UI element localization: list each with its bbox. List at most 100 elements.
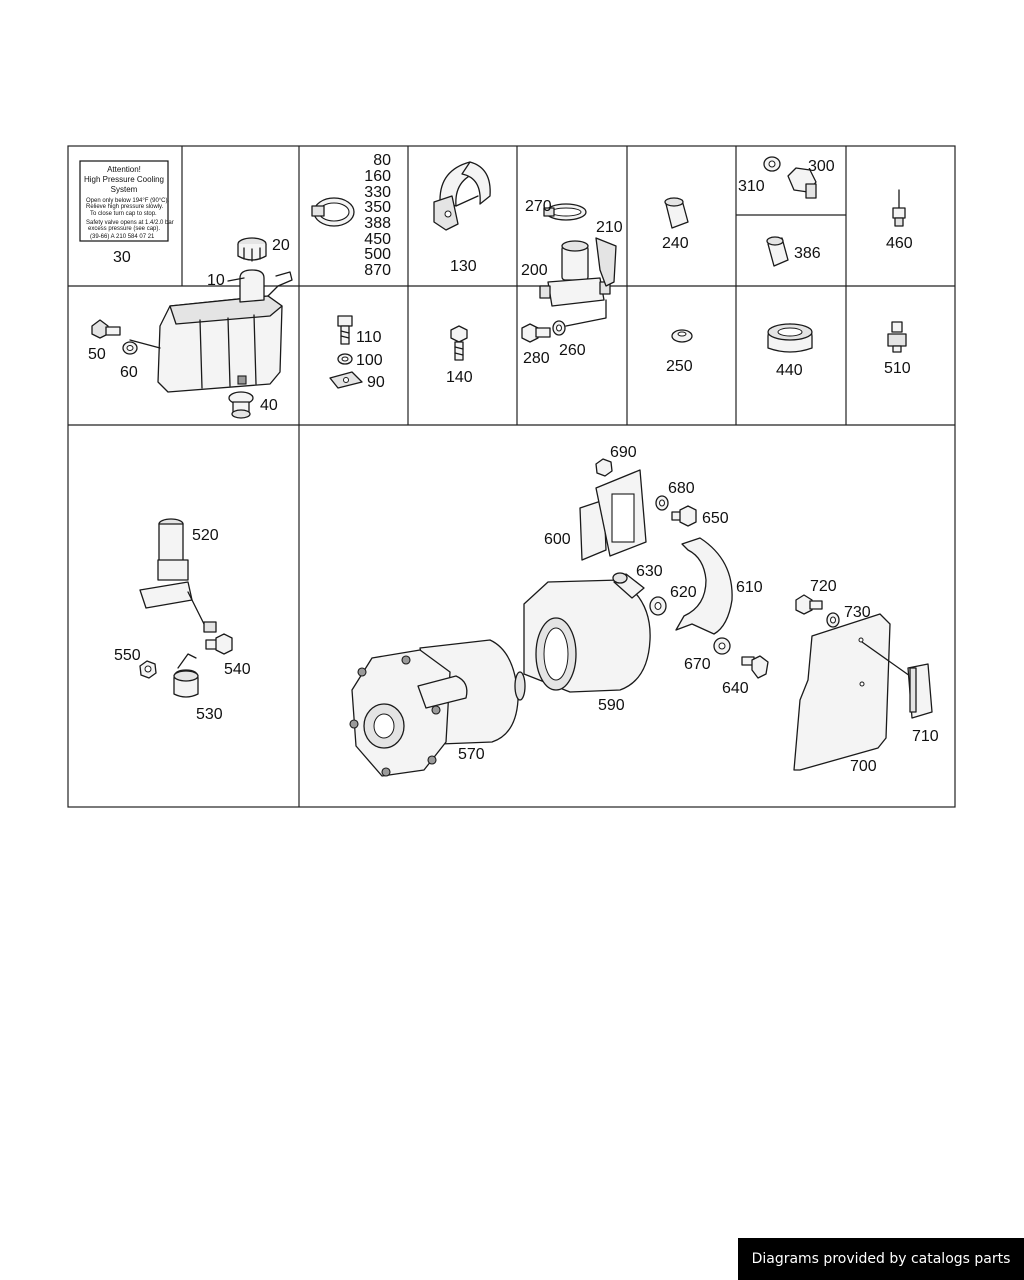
washer-680 <box>655 495 669 511</box>
callout-510: 510 <box>884 360 911 377</box>
callout-630: 630 <box>636 563 663 580</box>
hose-clamp <box>311 197 355 227</box>
callout-680: 680 <box>668 480 695 497</box>
warning-line-3: To close turn cap to stop. <box>90 211 157 217</box>
warning-line-1: Open only below 194°F (90°C). <box>86 198 170 204</box>
temperature-sensor-300 <box>787 167 817 199</box>
callout-610: 610 <box>736 579 763 596</box>
callout-440: 440 <box>776 362 803 379</box>
plate-600 <box>579 499 607 561</box>
switchover-valve <box>539 237 617 307</box>
callout-640: 640 <box>722 680 749 697</box>
callout-10: 10 <box>207 272 225 289</box>
callout-500: 500 <box>364 246 391 263</box>
warning-line-5: excess pressure (see cap). <box>88 226 160 232</box>
callout-450: 450 <box>364 231 391 248</box>
hose-clamp-270 <box>543 203 587 221</box>
clip-nut-90 <box>329 371 363 389</box>
callout-530: 530 <box>196 706 223 723</box>
water-pump-570 <box>349 639 526 777</box>
callout-590: 590 <box>598 697 625 714</box>
expansion-tank <box>129 269 293 393</box>
sleeve-240 <box>664 197 689 229</box>
bracket-plate-700 <box>793 613 911 771</box>
nut-690 <box>595 458 613 477</box>
expansion-tank-cap <box>237 237 267 262</box>
callout-300: 300 <box>808 158 835 175</box>
nut-550 <box>139 660 157 679</box>
callout-550: 550 <box>114 647 141 664</box>
auxiliary-valve-520 <box>139 518 217 633</box>
callout-350: 350 <box>364 199 391 216</box>
washer-670 <box>713 637 731 655</box>
washer-730 <box>826 612 840 628</box>
warning-line-6: (39-66) A 210 584 07 21 <box>90 234 155 240</box>
bolt-720 <box>795 594 823 615</box>
shield-610 <box>675 537 733 635</box>
sensor-460 <box>892 189 906 227</box>
callout-130: 130 <box>450 258 477 275</box>
bracket-530 <box>173 653 199 698</box>
callout-60: 60 <box>120 364 138 381</box>
callout-240: 240 <box>662 235 689 252</box>
callout-30: 30 <box>113 249 131 266</box>
diagram-grid <box>67 145 956 808</box>
callout-650: 650 <box>702 510 729 527</box>
callout-stack-80: 80 160 330 350 388 450 500 870 <box>364 152 391 279</box>
sleeve-386 <box>766 236 789 267</box>
sensor-510 <box>887 321 907 353</box>
washer-620 <box>649 596 667 616</box>
callout-200: 200 <box>521 262 548 279</box>
screw-110 <box>337 315 353 345</box>
motor-cover-590 <box>523 579 651 693</box>
callout-40: 40 <box>260 397 278 414</box>
callout-20: 20 <box>272 237 290 254</box>
spacer-630 <box>612 572 645 599</box>
callout-250: 250 <box>666 358 693 375</box>
callout-700: 700 <box>850 758 877 775</box>
callout-80: 80 <box>373 152 391 169</box>
callout-870: 870 <box>364 262 391 279</box>
callout-160: 160 <box>364 168 391 185</box>
callout-620: 620 <box>670 584 697 601</box>
footer-credit: Diagrams provided by catalogs parts <box>738 1238 1024 1280</box>
callout-460: 460 <box>886 235 913 252</box>
bolt-280 <box>521 323 551 343</box>
warning-title-3: System <box>111 185 138 194</box>
callout-730: 730 <box>844 604 871 621</box>
callout-50: 50 <box>88 346 106 363</box>
callout-670: 670 <box>684 656 711 673</box>
bolt-640 <box>741 655 769 679</box>
callout-720: 720 <box>810 578 837 595</box>
hose-bracket <box>433 161 491 231</box>
warning-title-1: Attention! <box>107 165 141 174</box>
bolt-650 <box>671 505 697 527</box>
callout-260: 260 <box>559 342 586 359</box>
coupling-440 <box>767 323 813 353</box>
gasket-690-plate <box>595 469 647 557</box>
callout-540: 540 <box>224 661 251 678</box>
callout-270: 270 <box>525 198 552 215</box>
washer-310 <box>763 156 781 172</box>
callout-570: 570 <box>458 746 485 763</box>
callout-388: 388 <box>364 215 391 232</box>
rubber-grommet <box>228 391 254 419</box>
warning-line-2: Relieve high pressure slowly. <box>86 204 164 210</box>
screw-140 <box>450 325 468 361</box>
washer-260 <box>552 320 566 336</box>
tank-bolt <box>91 319 121 339</box>
callout-100: 100 <box>356 352 383 369</box>
warning-label-decal: Attention! High Pressure Cooling System … <box>79 160 174 242</box>
callout-310: 310 <box>738 178 765 195</box>
washer-100 <box>337 353 353 365</box>
callout-140: 140 <box>446 369 473 386</box>
clip-710 <box>907 663 933 719</box>
callout-110: 110 <box>356 329 382 346</box>
callout-386: 386 <box>794 245 821 262</box>
bolt-540 <box>205 633 233 655</box>
callout-690: 690 <box>610 444 637 461</box>
warning-line-4: Safety valve opens at 1.4/2.0 bar <box>86 220 174 226</box>
warning-title-2: High Pressure Cooling <box>84 175 164 184</box>
callout-520: 520 <box>192 527 219 544</box>
